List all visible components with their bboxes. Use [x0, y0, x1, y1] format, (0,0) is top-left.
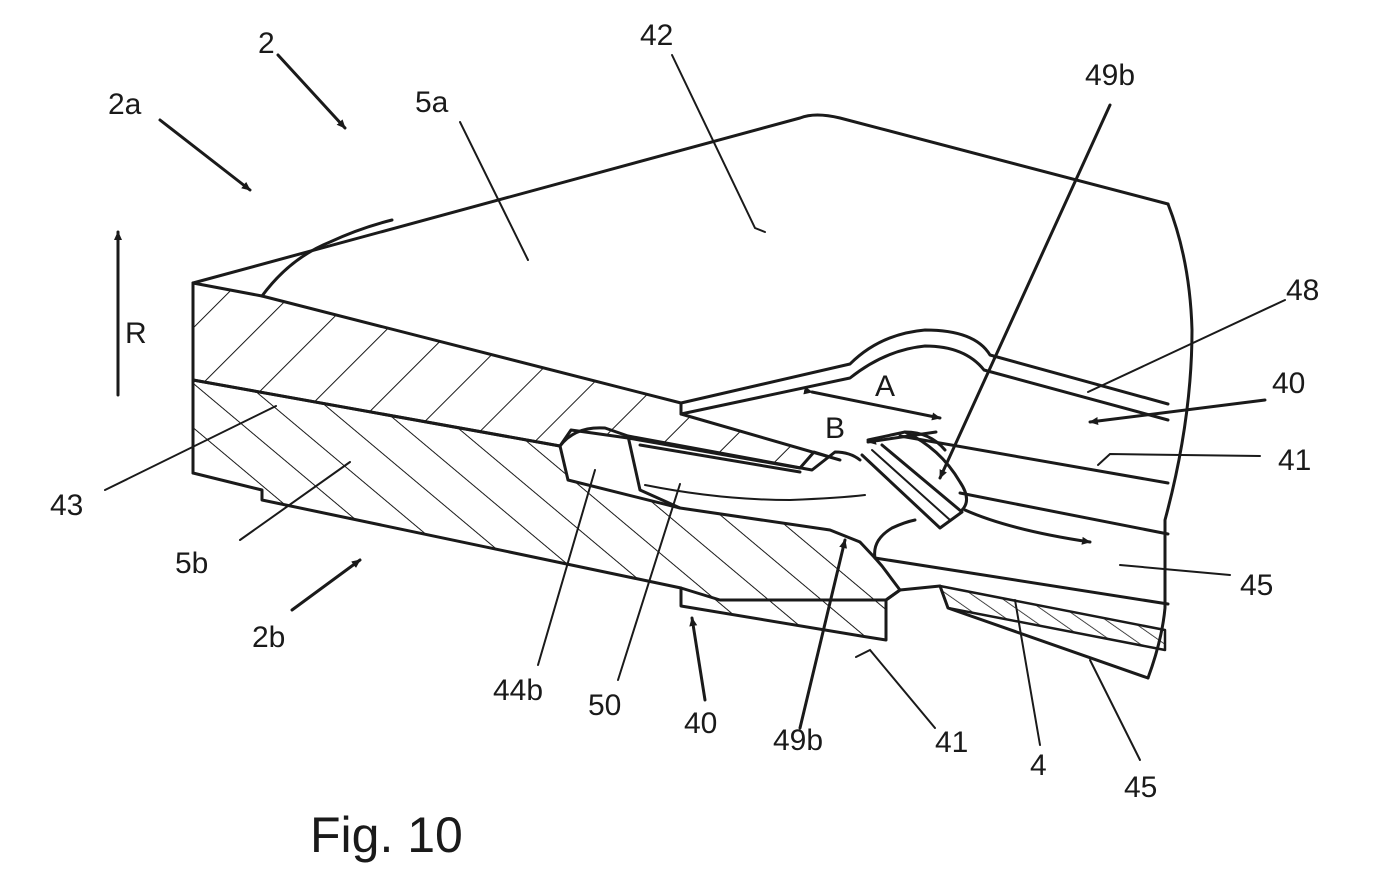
ref-arrow-40-bottom [692, 618, 705, 700]
channel-line-45-upper [960, 493, 1168, 534]
leader-5a [460, 122, 528, 260]
label-42: 42 [640, 19, 673, 52]
label-50: 50 [588, 689, 621, 722]
ref-arrow-2b [292, 560, 360, 610]
label-2b: 2b [252, 621, 285, 654]
ref-arrow-49b-top [940, 105, 1110, 478]
ref-arrow-40-right [1090, 400, 1265, 422]
label-2: 2 [258, 27, 275, 60]
label-44b: 44b [493, 674, 543, 707]
valve-49b-lower [875, 520, 915, 558]
label-45-bottom: 45 [1124, 771, 1157, 804]
ref-arrow-2 [278, 55, 345, 128]
label-40-right: 40 [1272, 367, 1305, 400]
leader-48 [1088, 300, 1285, 392]
leader-41-bottom [856, 650, 935, 728]
label-45-mid: 45 [1240, 569, 1273, 602]
label-R: R [125, 317, 147, 350]
figure-caption: Fig. 10 [310, 807, 463, 863]
ref-arrow-2a [160, 120, 250, 190]
label-5a: 5a [415, 86, 449, 119]
right-break-edge [1148, 204, 1192, 678]
valve-49b-stem-line [872, 450, 950, 520]
leader-42 [672, 55, 765, 232]
label-B: B [825, 412, 845, 445]
label-A: A [875, 370, 895, 403]
label-43: 43 [50, 489, 83, 522]
leader-45-bottom [1090, 660, 1140, 760]
label-4: 4 [1030, 749, 1047, 782]
label-41-right: 41 [1278, 444, 1311, 477]
label-5b: 5b [175, 547, 208, 580]
label-49b-bottom: 49b [773, 724, 823, 757]
label-2a: 2a [108, 88, 142, 121]
label-40-bottom: 40 [684, 707, 717, 740]
groove-upper-wall [681, 330, 1168, 404]
leader-45-mid [1120, 565, 1230, 575]
top-surface-outline [193, 115, 1168, 283]
label-49b-top: 49b [1085, 59, 1135, 92]
label-48: 48 [1286, 274, 1319, 307]
label-41-bottom: 41 [935, 726, 968, 759]
